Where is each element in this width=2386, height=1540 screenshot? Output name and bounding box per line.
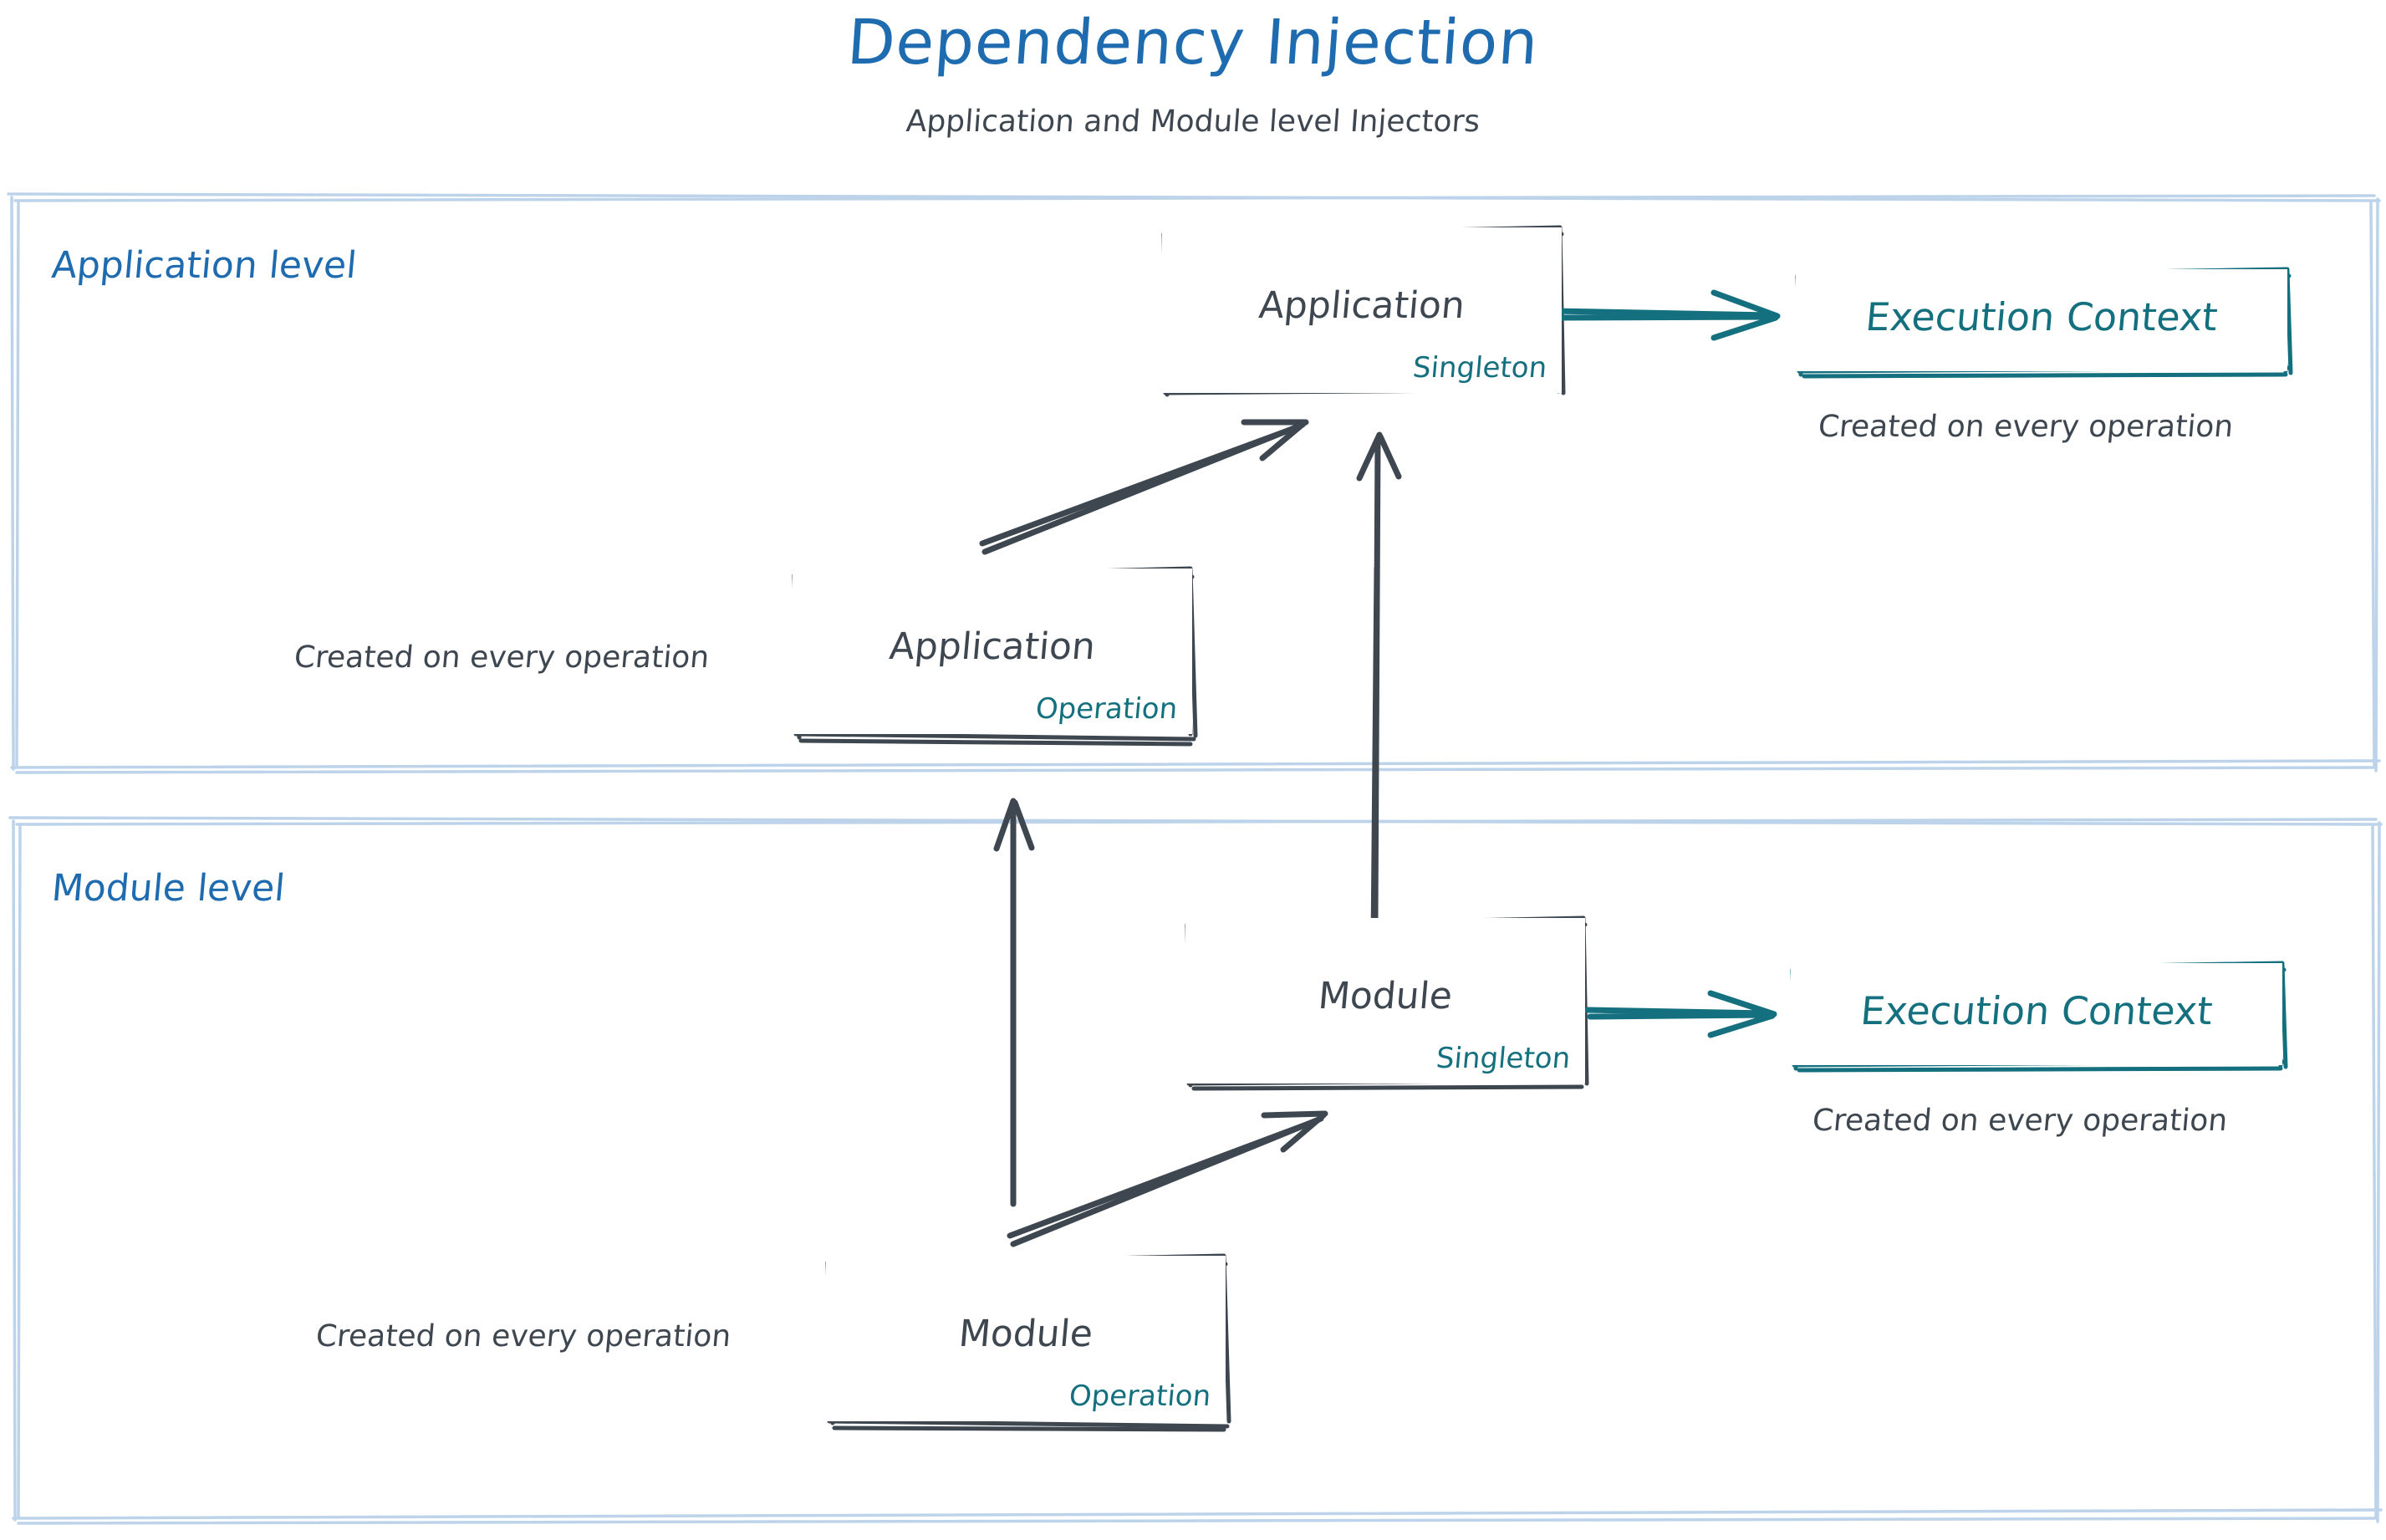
node-application-singleton[interactable]: Application Singleton	[1162, 227, 1562, 393]
node-application-operation[interactable]: Application Operation	[793, 569, 1192, 734]
node-scope-badge: Operation	[1068, 1379, 1212, 1413]
node-application-execution-context[interactable]: Execution Context	[1796, 269, 2287, 371]
node-module-operation[interactable]: Module Operation	[826, 1256, 1226, 1421]
page-subtitle: Application and Module level Injectors	[905, 105, 1481, 139]
note-application-operation-created: Created on every operation	[293, 640, 711, 675]
arrow-module-operation-to-app-operation	[993, 798, 1035, 1207]
section-label-module-level: Module level	[49, 867, 287, 910]
note-application-context-created: Created on every operation	[1817, 410, 2235, 444]
section-label-application-level: Application level	[49, 244, 359, 287]
node-title: Application	[887, 625, 1098, 668]
arrow-module-operation-to-module-singleton	[1007, 1110, 1328, 1247]
node-scope-badge: Singleton	[1435, 1042, 1572, 1075]
arrow-app-operation-to-app-singleton	[979, 419, 1309, 555]
node-title: Application	[1257, 284, 1467, 327]
node-title: Module	[1316, 975, 1455, 1017]
execution-context-label: Execution Context	[1858, 988, 2215, 1033]
node-module-execution-context[interactable]: Execution Context	[1791, 963, 2282, 1065]
node-title: Module	[956, 1313, 1095, 1355]
arrow-module-singleton-to-module-context	[1583, 990, 1777, 1038]
node-scope-badge: Singleton	[1411, 351, 1548, 385]
execution-context-label: Execution Context	[1863, 294, 2220, 339]
page-title: Dependency Injection	[844, 7, 1542, 79]
node-module-singleton[interactable]: Module Singleton	[1185, 918, 1585, 1084]
note-module-context-created: Created on every operation	[1811, 1104, 2229, 1138]
arrow-module-singleton-to-app-singleton	[1356, 431, 1402, 946]
arrow-app-singleton-to-app-context	[1550, 289, 1781, 341]
node-scope-badge: Operation	[1034, 692, 1179, 726]
note-module-operation-created: Created on every operation	[314, 1319, 732, 1354]
